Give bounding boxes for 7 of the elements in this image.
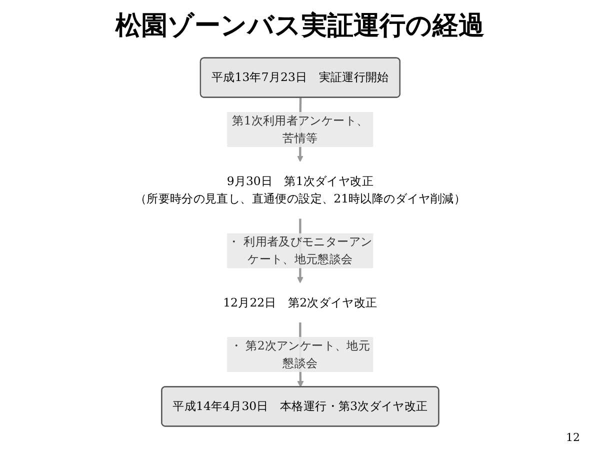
edge-label: 第1次利用者アンケート、苦情等 bbox=[232, 113, 368, 145]
edge-label: ・ 第2次アンケート、地元懇談会 bbox=[230, 338, 370, 370]
page-number: 12 bbox=[566, 431, 580, 444]
node-text: 9月30日 第1次ダイヤ改正 （所要時分の見直し、直通便の設定、21時以降のダイヤ削減） bbox=[134, 174, 466, 206]
node-text: 12月22日 第2次ダイヤ改正 bbox=[222, 295, 378, 310]
edge-label: ・ 利用者及びモニターアンケート、地元懇談会 bbox=[228, 234, 372, 266]
slide-title: 松園ゾーンバス実証運行の経過 bbox=[114, 10, 486, 43]
